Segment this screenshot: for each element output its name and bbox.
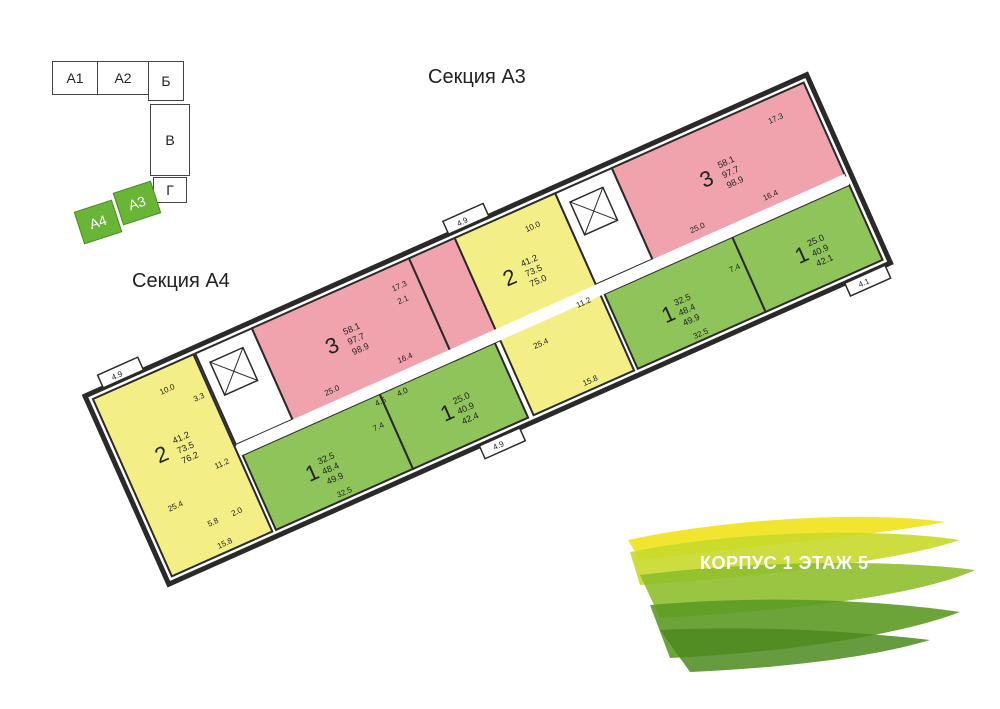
banner-title: КОРПУС 1 ЭТАЖ 5 <box>700 553 869 573</box>
area-label: 4.1 <box>857 276 871 289</box>
area-label: 4.9 <box>455 215 469 228</box>
section-a4-title: Секция А4 <box>132 270 230 292</box>
balcony <box>843 264 892 297</box>
area-label: 7.4 <box>372 420 386 433</box>
area-label: 2.1 <box>396 293 410 306</box>
key-block-a1[interactable]: А1 <box>52 61 98 95</box>
balcony <box>478 427 527 460</box>
area-label: 3.3 <box>192 391 206 404</box>
key-block-v[interactable]: В <box>150 104 190 176</box>
apartment-a4-1room-small[interactable] <box>378 341 530 471</box>
area-label: 4.0 <box>395 385 409 398</box>
area-label: 4.9 <box>110 369 124 382</box>
key-block-b[interactable]: Б <box>148 61 184 101</box>
area-label: 5.8 <box>206 516 220 529</box>
key-block-g[interactable]: Г <box>153 177 187 203</box>
balcony <box>96 356 145 389</box>
corridor <box>235 173 850 456</box>
apartment-a4-2room[interactable] <box>91 352 274 578</box>
balcony <box>441 202 490 236</box>
area-label: 4.5 <box>374 395 388 408</box>
area-label: 2.0 <box>230 505 244 518</box>
area-label: 4.9 <box>492 439 506 452</box>
key-block-a2[interactable]: А2 <box>97 61 149 95</box>
area-label: 7.4 <box>728 262 742 275</box>
section-a3-title: Секция А3 <box>428 66 526 88</box>
apartment-a3-1room-small[interactable] <box>730 183 884 314</box>
